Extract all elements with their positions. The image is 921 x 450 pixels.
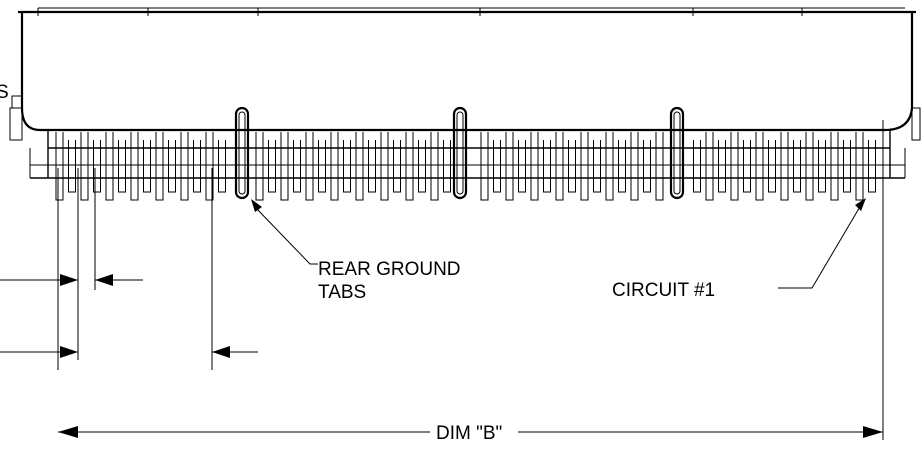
- contact-tooth: [855, 132, 864, 201]
- contact-tooth: [493, 140, 501, 193]
- contact-tooth: [868, 140, 876, 193]
- contact-tooth: [593, 140, 601, 193]
- contact-tooth: [418, 140, 426, 193]
- contact-tooth: [618, 140, 626, 193]
- contact-tooth: [305, 132, 314, 201]
- contact-tooth: [430, 132, 439, 201]
- contact-tooth: [143, 140, 151, 193]
- contact-tooth: [805, 132, 814, 201]
- contact-tooth: [280, 132, 289, 201]
- contact-tooth: [768, 140, 776, 193]
- contact-tooth: [180, 132, 189, 201]
- contact-tooth: [818, 140, 826, 193]
- contact-tooth: [543, 140, 551, 193]
- contact-tooth: [355, 132, 364, 201]
- contact-tooth: [505, 132, 514, 201]
- rear-ground-tabs-label-line1: REAR GROUND: [318, 259, 461, 280]
- contact-tooth: [843, 140, 851, 193]
- contact-tooth: [693, 140, 701, 193]
- contact-tooth: [518, 140, 526, 193]
- contact-tooth: [730, 132, 739, 201]
- contact-tooth: [55, 132, 64, 201]
- contact-tooth: [755, 132, 764, 201]
- circuit-leader: [778, 198, 866, 289]
- contact-tooth: [605, 132, 614, 201]
- contact-tooth: [793, 140, 801, 193]
- contact-tooth: [218, 140, 226, 193]
- terminal-rail: [29, 130, 906, 179]
- contact-tooth: [155, 132, 164, 201]
- contact-tooth: [168, 140, 176, 193]
- dim-pitch-arrows: [0, 274, 143, 286]
- rear-ground-leader: [251, 199, 318, 265]
- contact-tooth: [643, 140, 651, 193]
- housing-body: [18, 7, 916, 132]
- contact-tooth: [718, 140, 726, 193]
- dim-b-line: [58, 426, 883, 438]
- contact-teeth: [55, 132, 876, 201]
- contact-tooth: [405, 132, 414, 201]
- contact-tooth: [705, 132, 714, 201]
- rear-ground-tab-1: [234, 106, 250, 200]
- contact-tooth: [830, 132, 839, 201]
- side-latch-left: [9, 95, 23, 141]
- contact-tooth: [318, 140, 326, 193]
- rear-ground-tab-3: [669, 106, 685, 200]
- contact-tooth: [205, 132, 214, 201]
- contact-tooth: [343, 140, 351, 193]
- contact-tooth: [330, 132, 339, 201]
- contact-tooth: [105, 132, 114, 201]
- contact-tooth: [368, 140, 376, 193]
- contact-tooth: [393, 140, 401, 193]
- contact-tooth: [443, 140, 451, 193]
- contact-tooth: [630, 132, 639, 201]
- dim-offset-arrows: [0, 346, 258, 358]
- rear-ground-tabs-label-line2: TABS: [318, 282, 366, 303]
- contact-tooth: [555, 132, 564, 201]
- dim-b-label: DIM "B": [436, 423, 502, 444]
- rear-ground-tab-2: [452, 106, 468, 200]
- contact-tooth: [530, 132, 539, 201]
- circuit-label: CIRCUIT #1: [612, 280, 715, 301]
- contact-tooth: [580, 132, 589, 201]
- contact-tooth: [380, 132, 389, 201]
- side-latch-right: [911, 107, 921, 141]
- contact-tooth: [80, 132, 89, 201]
- contact-tooth: [118, 140, 126, 193]
- contact-tooth: [255, 132, 264, 201]
- contact-tooth: [480, 132, 489, 201]
- extension-lines: [57, 120, 884, 440]
- contact-tooth: [655, 132, 664, 201]
- contact-tooth: [568, 140, 576, 193]
- contact-tooth: [130, 132, 139, 201]
- contact-tooth: [743, 140, 751, 193]
- cut-off-label: S: [0, 82, 9, 103]
- contact-tooth: [268, 140, 276, 193]
- contact-tooth: [193, 140, 201, 193]
- contact-tooth: [68, 140, 76, 193]
- contact-tooth: [293, 140, 301, 193]
- contact-tooth: [93, 140, 101, 193]
- contact-tooth: [780, 132, 789, 201]
